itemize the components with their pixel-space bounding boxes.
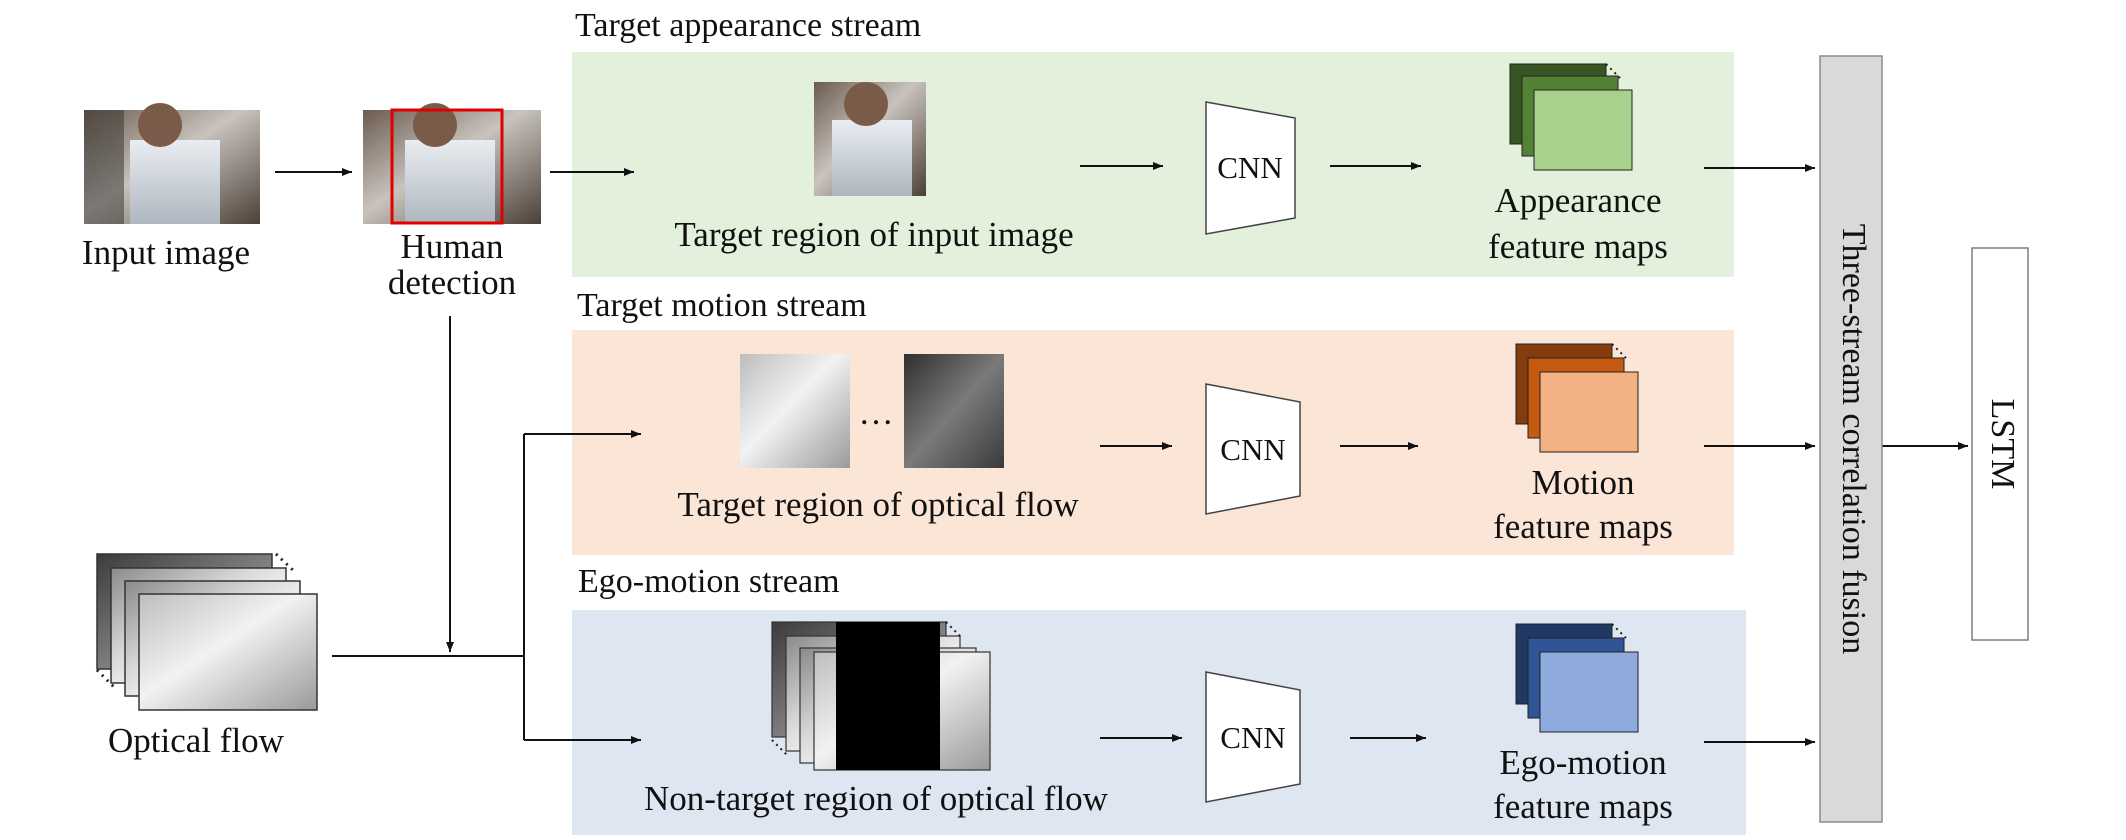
appearance-feature-maps-label-line2: feature maps [1488,227,1668,266]
ego-motion-stream-title: Ego-motion stream [578,563,840,600]
target-region-input-image-label: Target region of input image [674,215,1073,254]
target-region-optical-flow-label: Target region of optical flow [677,485,1079,524]
human-detection-label-line2: detection [388,263,516,302]
motion-feature-maps-stack [1515,343,1639,453]
motion-stream-title: Target motion stream [577,287,867,324]
human-detection-label-line1: Human [400,227,503,266]
cnn-block-appearance: CNN [1205,101,1296,235]
connectors [275,162,1968,746]
motion-feature-maps-label-line1: Motion [1531,463,1634,502]
optical-flow-stack [95,552,318,711]
ego-motion-feature-maps-label-line1: Ego-motion [1499,743,1666,782]
target-region-input-image-thumbnail [814,82,926,196]
appearance-stream-title: Target appearance stream [575,7,921,44]
appearance-feature-maps-label-line1: Appearance [1494,181,1661,220]
fusion-label: Three-stream correlation fusion [1835,224,1872,654]
target-region-optical-flow-thumbnails [740,354,1004,468]
motion-feature-maps-label-line2: feature maps [1493,507,1673,546]
cnn-block-ego-motion: CNN [1205,671,1301,803]
optical-flow-ellipsis: … [859,393,894,432]
ego-motion-feature-maps-stack [1515,623,1639,733]
cnn-block-motion: CNN [1205,383,1301,515]
fusion-block [1819,55,1883,823]
ego-motion-feature-maps-label-line2: feature maps [1493,787,1673,826]
non-target-region-optical-flow-label: Non-target region of optical flow [644,779,1109,818]
input-image-thumbnail [84,103,260,224]
appearance-feature-maps-stack [1509,63,1633,171]
non-target-region-optical-flow-stack [771,621,991,771]
optical-flow-label: Optical flow [108,721,285,760]
cnn-label-ego-motion: CNN [1220,720,1285,755]
input-image-label: Input image [82,233,250,272]
human-detection-thumbnail [363,103,541,225]
cnn-label-motion: CNN [1220,432,1285,467]
cnn-label-appearance: CNN [1217,150,1282,185]
lstm-label: LSTM [1984,399,2021,490]
lstm-block [1971,247,2029,641]
